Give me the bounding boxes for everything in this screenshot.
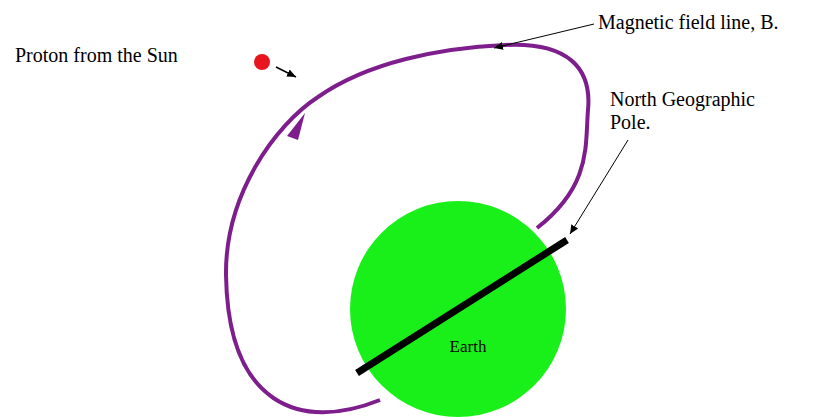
proton-dot	[254, 54, 270, 70]
field-direction-arrow	[287, 113, 305, 140]
earth-shape	[350, 201, 566, 417]
node-label: Earth	[450, 337, 487, 357]
proton-motion-arrow	[276, 67, 296, 77]
callout-label: Magnetic field line, B.	[598, 11, 779, 34]
leader-line	[494, 24, 594, 48]
rotation-axis	[357, 240, 567, 373]
callout-label: North Geographic Pole.	[610, 88, 788, 134]
leader-line	[570, 140, 628, 234]
earth-circle: Earth	[350, 201, 566, 417]
callout-label: Proton from the Sun	[15, 44, 178, 67]
